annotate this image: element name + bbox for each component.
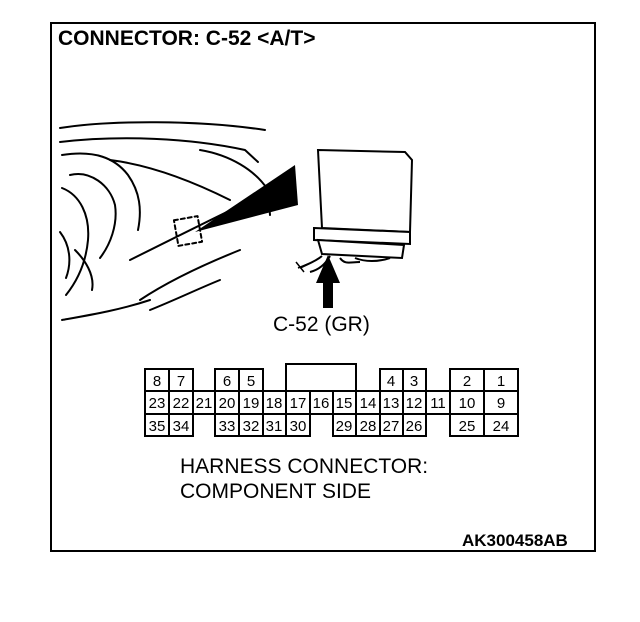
pin-32: 32 <box>243 418 260 435</box>
pin-29: 29 <box>336 418 353 435</box>
pin-8: 8 <box>153 373 161 390</box>
pin-9: 9 <box>497 395 505 412</box>
pin-10: 10 <box>459 395 476 412</box>
figure-frame <box>50 22 596 552</box>
pin-17: 17 <box>290 395 307 412</box>
pin-25: 25 <box>459 418 476 435</box>
pin-6: 6 <box>223 373 231 390</box>
pin-31: 31 <box>266 418 283 435</box>
pin-24: 24 <box>493 418 510 435</box>
pin-14: 14 <box>360 395 377 412</box>
pin-23: 23 <box>149 395 166 412</box>
pin-33: 33 <box>219 418 236 435</box>
pin-5: 5 <box>247 373 255 390</box>
pin-labels: 8 7 6 5 4 3 2 1 23 22 21 20 19 18 17 16 … <box>149 373 510 435</box>
caption-line-1: HARNESS CONNECTOR: <box>180 455 429 478</box>
pin-4: 4 <box>387 373 395 390</box>
pin-13: 13 <box>383 395 400 412</box>
pin-19: 19 <box>243 395 260 412</box>
ecu-module-illustration <box>295 148 414 273</box>
pin-1: 1 <box>497 373 505 390</box>
pin-7: 7 <box>177 373 185 390</box>
connector-label: C-52 (GR) <box>273 313 370 336</box>
pin-28: 28 <box>360 418 377 435</box>
pin-16: 16 <box>313 395 330 412</box>
pin-34: 34 <box>173 418 190 435</box>
pin-30: 30 <box>290 418 307 435</box>
caption-line-2: COMPONENT SIDE <box>180 480 371 503</box>
pointer-wedge <box>195 165 298 232</box>
connector-title: CONNECTOR: C-52 <A/T> <box>58 27 316 50</box>
pin-26: 26 <box>406 418 423 435</box>
pin-22: 22 <box>173 395 190 412</box>
pin-15: 15 <box>336 395 353 412</box>
pin-grid <box>144 363 519 437</box>
pin-35: 35 <box>149 418 166 435</box>
pin-11: 11 <box>430 395 446 412</box>
pin-27: 27 <box>383 418 400 435</box>
dashboard-illustration <box>59 121 271 321</box>
pin-21: 21 <box>196 395 213 412</box>
pin-12: 12 <box>406 395 423 412</box>
figure-code: AK300458AB <box>462 531 568 550</box>
up-arrow <box>316 255 340 308</box>
pin-2: 2 <box>463 373 471 390</box>
connector-caption: HARNESS CONNECTOR: COMPONENT SIDE <box>180 454 428 504</box>
pin-20: 20 <box>219 395 236 412</box>
pin-18: 18 <box>266 395 283 412</box>
pin-3: 3 <box>410 373 418 390</box>
